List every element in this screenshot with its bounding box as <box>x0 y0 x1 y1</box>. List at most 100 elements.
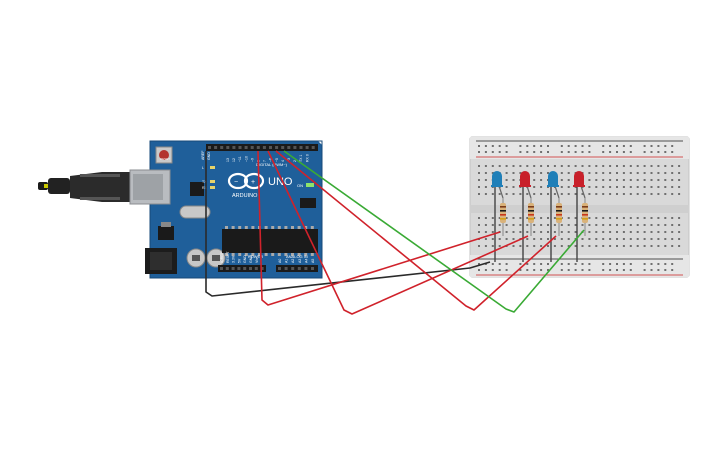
terminal-hole[interactable] <box>526 245 529 247</box>
terminal-hole[interactable] <box>526 217 529 219</box>
terminal-hole[interactable] <box>560 238 563 240</box>
rail-hole[interactable] <box>560 263 563 265</box>
terminal-hole[interactable] <box>588 245 591 247</box>
rail-hole[interactable] <box>650 269 653 271</box>
terminal-hole[interactable] <box>567 238 570 240</box>
rail-hole[interactable] <box>567 145 570 147</box>
terminal-hole[interactable] <box>629 217 632 219</box>
terminal-hole[interactable] <box>664 217 667 219</box>
terminal-hole[interactable] <box>609 245 612 247</box>
terminal-hole[interactable] <box>505 231 508 233</box>
terminal-hole[interactable] <box>588 193 591 195</box>
terminal-hole[interactable] <box>609 193 612 195</box>
terminal-hole[interactable] <box>678 217 681 219</box>
terminal-hole[interactable] <box>505 172 508 174</box>
terminal-hole[interactable] <box>595 245 598 247</box>
terminal-hole[interactable] <box>498 245 501 247</box>
rail-hole[interactable] <box>657 263 660 265</box>
terminal-hole[interactable] <box>484 238 487 240</box>
terminal-hole[interactable] <box>595 238 598 240</box>
terminal-hole[interactable] <box>636 165 639 167</box>
terminal-hole[interactable] <box>533 172 536 174</box>
terminal-hole[interactable] <box>533 193 536 195</box>
header-pin[interactable] <box>256 146 260 149</box>
rail-hole[interactable] <box>588 263 591 265</box>
terminal-hole[interactable] <box>512 193 515 195</box>
terminal-hole[interactable] <box>678 231 681 233</box>
rail-hole[interactable] <box>581 263 584 265</box>
header-pin[interactable] <box>254 267 258 270</box>
terminal-hole[interactable] <box>602 172 605 174</box>
terminal-hole[interactable] <box>636 231 639 233</box>
header-pin[interactable] <box>225 267 229 270</box>
rail-hole[interactable] <box>629 151 632 153</box>
terminal-hole[interactable] <box>657 179 660 181</box>
terminal-hole[interactable] <box>567 193 570 195</box>
terminal-hole[interactable] <box>547 238 549 240</box>
wires[interactable] <box>205 150 585 315</box>
terminal-hole[interactable] <box>671 179 674 181</box>
terminal-hole[interactable] <box>512 231 515 233</box>
terminal-hole[interactable] <box>560 179 563 181</box>
terminal-hole[interactable] <box>602 245 605 247</box>
rail-hole[interactable] <box>609 263 612 265</box>
rail-hole[interactable] <box>602 151 605 153</box>
terminal-hole[interactable] <box>643 186 646 188</box>
terminal-hole[interactable] <box>616 193 618 195</box>
terminal-hole[interactable] <box>574 193 577 195</box>
terminal-hole[interactable] <box>678 224 681 226</box>
terminal-hole[interactable] <box>526 224 529 226</box>
terminal-hole[interactable] <box>643 231 646 233</box>
wire-gnd-black[interactable] <box>205 151 491 297</box>
rail-hole[interactable] <box>622 263 625 265</box>
terminal-hole[interactable] <box>547 172 549 174</box>
rail-hole[interactable] <box>526 263 529 265</box>
terminal-hole[interactable] <box>478 224 480 226</box>
rail-hole[interactable] <box>526 151 529 153</box>
rail-hole[interactable] <box>657 151 660 153</box>
rail-hole[interactable] <box>609 145 612 147</box>
terminal-hole[interactable] <box>657 238 660 240</box>
rail-hole[interactable] <box>560 145 563 147</box>
header-pin[interactable] <box>226 146 230 149</box>
terminal-hole[interactable] <box>595 193 598 195</box>
rail-hole[interactable] <box>478 269 480 271</box>
resistor-1[interactable] <box>500 198 506 236</box>
rail-hole[interactable] <box>533 145 536 147</box>
rail-hole[interactable] <box>560 269 563 271</box>
terminal-hole[interactable] <box>588 224 591 226</box>
resistor-3[interactable] <box>556 198 562 236</box>
terminal-hole[interactable] <box>616 224 618 226</box>
terminal-hole[interactable] <box>636 193 639 195</box>
terminal-hole[interactable] <box>553 165 556 167</box>
terminal-hole[interactable] <box>533 245 536 247</box>
led-blue-1[interactable] <box>491 171 504 262</box>
header-pin[interactable] <box>243 267 247 270</box>
terminal-hole[interactable] <box>650 238 653 240</box>
terminal-hole[interactable] <box>560 224 563 226</box>
terminal-hole[interactable] <box>533 231 536 233</box>
rail-hole[interactable] <box>505 269 508 271</box>
terminal-hole[interactable] <box>581 165 584 167</box>
terminal-hole[interactable] <box>588 172 591 174</box>
terminal-hole[interactable] <box>484 179 487 181</box>
terminal-hole[interactable] <box>616 179 618 181</box>
terminal-hole[interactable] <box>560 231 563 233</box>
terminal-hole[interactable] <box>498 217 501 219</box>
rail-hole[interactable] <box>526 145 529 147</box>
terminal-hole[interactable] <box>491 224 494 226</box>
terminal-hole[interactable] <box>560 172 563 174</box>
terminal-hole[interactable] <box>664 186 667 188</box>
header-pin[interactable] <box>299 146 303 149</box>
rail-hole[interactable] <box>547 145 549 147</box>
terminal-hole[interactable] <box>664 179 667 181</box>
terminal-hole[interactable] <box>650 186 653 188</box>
rail-hole[interactable] <box>540 151 543 153</box>
terminal-hole[interactable] <box>588 238 591 240</box>
rail-hole[interactable] <box>643 151 646 153</box>
rail-hole[interactable] <box>498 151 501 153</box>
resistor-4[interactable] <box>582 198 588 236</box>
terminal-hole[interactable] <box>560 245 563 247</box>
rail-hole[interactable] <box>519 263 522 265</box>
wire-red-1[interactable] <box>257 150 501 306</box>
